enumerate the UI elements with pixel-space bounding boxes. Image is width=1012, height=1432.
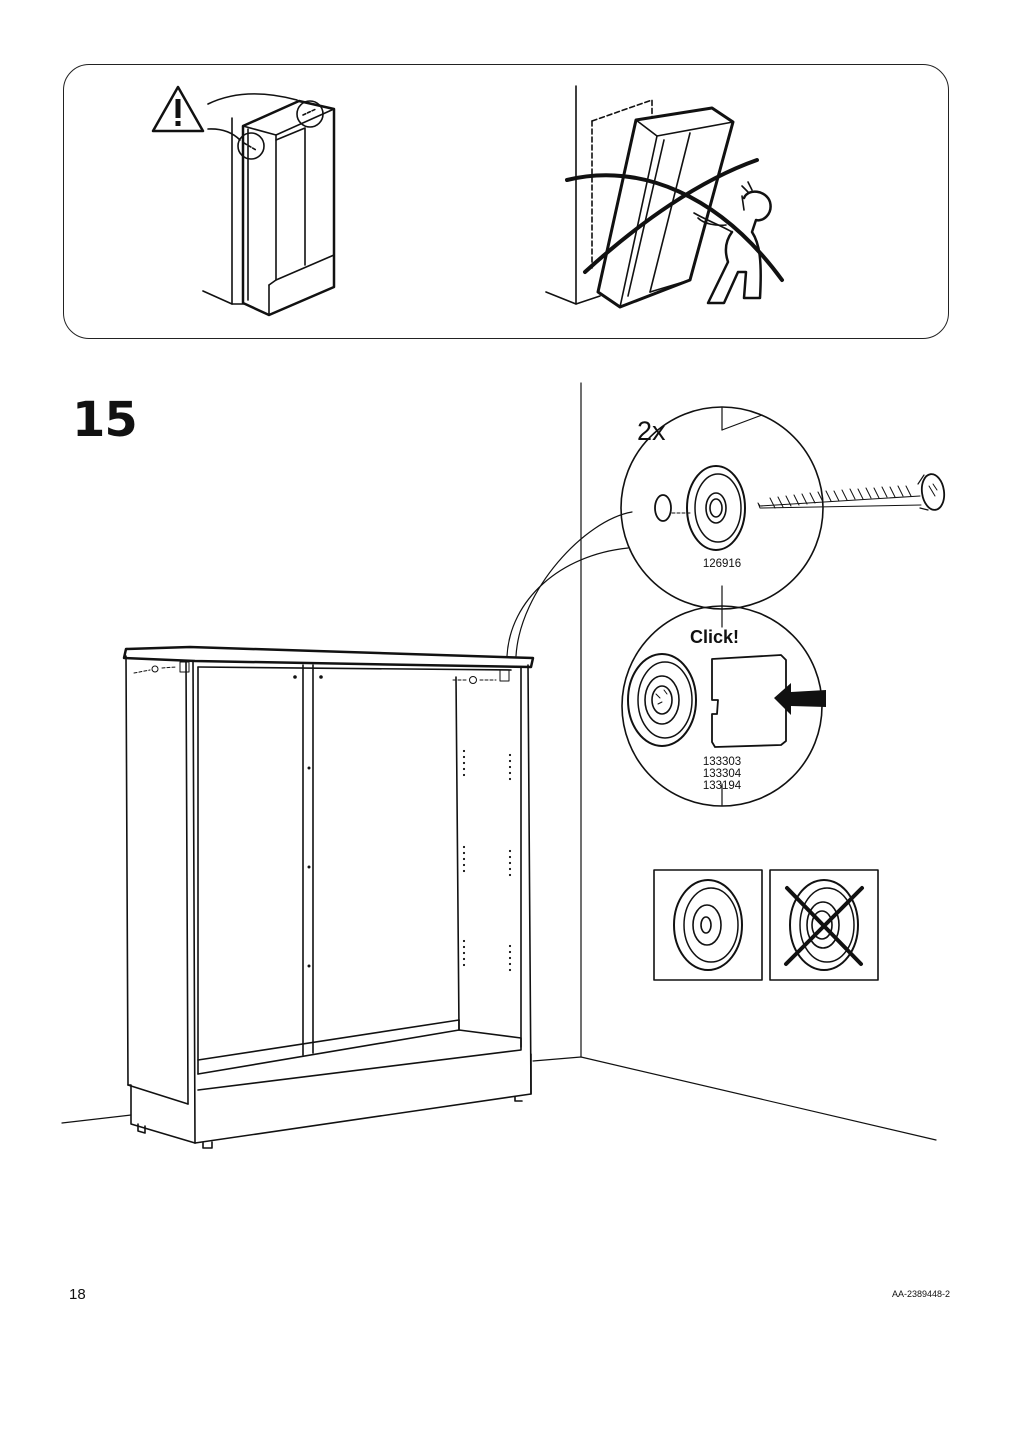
correct-example-box — [653, 869, 763, 981]
wall-fitting-left — [133, 661, 190, 674]
callout-line — [506, 547, 629, 657]
warning-triangle-icon — [151, 85, 205, 133]
incorrect-example-box — [769, 869, 879, 981]
click-label: Click! — [690, 627, 740, 647]
part-number-screw: 126916 — [702, 558, 742, 570]
hole-markers — [293, 675, 512, 972]
callout-line — [515, 511, 633, 657]
detail-circle-screw — [620, 406, 946, 610]
page-number: 18 — [69, 1286, 86, 1303]
room-corner — [61, 382, 937, 1141]
cabinet-frame — [122, 645, 535, 1149]
cross-out-icon — [565, 158, 784, 282]
wall-mounted-cabinet — [202, 93, 336, 317]
document-code: AA-2389448-2 — [891, 1289, 950, 1299]
part-number-cap: 133304 — [702, 768, 742, 780]
warning-panel — [63, 64, 949, 339]
step-number: 15 — [72, 392, 138, 448]
quantity-label: 2x — [637, 416, 666, 446]
wall-fitting-right — [452, 669, 510, 684]
part-number-cap: 133303 — [702, 756, 742, 768]
tipping-cabinet-scene — [545, 85, 772, 309]
part-number-cap: 133194 — [702, 780, 742, 792]
push-arrow-icon — [774, 683, 826, 715]
